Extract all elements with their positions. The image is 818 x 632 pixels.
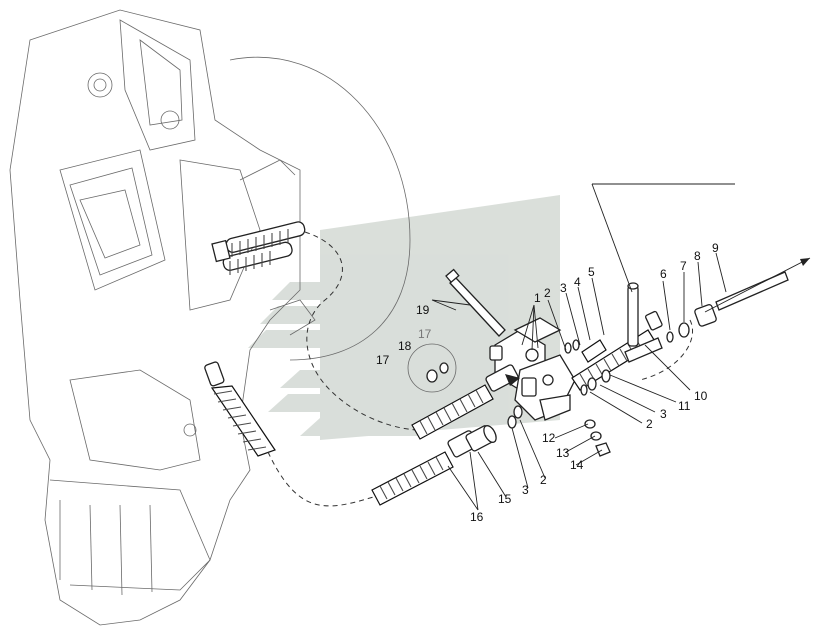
hose-routing-dashed [267, 231, 693, 507]
callout-9: 9 [712, 241, 719, 255]
engine-housing-outline [9, 9, 411, 626]
callout-1: 1 [534, 291, 541, 305]
detail-circle-17-18 [407, 343, 457, 393]
callout-3-right: 3 [660, 407, 667, 421]
engine-hose-pair [211, 221, 306, 275]
callout-8: 8 [694, 249, 701, 263]
callout-4: 4 [574, 275, 581, 289]
callout-14: 14 [570, 458, 584, 472]
callout-10: 10 [694, 389, 708, 403]
callout-15: 15 [498, 492, 512, 506]
callout-16: 16 [470, 510, 484, 524]
callout-3-lower: 3 [522, 483, 529, 497]
callout-18: 18 [398, 339, 412, 353]
callout-leaders [431, 252, 727, 511]
engine-side-hose [204, 361, 276, 457]
callout-11: 11 [678, 399, 691, 413]
callout-2-right: 2 [646, 417, 653, 431]
callout-7: 7 [680, 259, 687, 273]
seal-washers-left [507, 339, 580, 429]
tube-assembly-right [571, 282, 663, 391]
callout-labels: 1 2 3 4 5 6 7 8 9 10 11 3 2 12 13 14 2 3… [376, 241, 719, 524]
fitting-part-15 [465, 425, 497, 452]
callout-17-detail: 17 [418, 327, 432, 341]
parts-7-8-9 [678, 271, 789, 338]
bolt-part-19 [445, 268, 506, 337]
callout-17-left: 17 [376, 353, 390, 367]
callout-2-lower: 2 [540, 473, 547, 487]
seal-washers-right [580, 331, 674, 396]
parts-12-13-14 [584, 419, 611, 457]
hose-assembly-lower [371, 430, 478, 506]
callout-5: 5 [588, 265, 595, 279]
callout-13: 13 [556, 446, 570, 460]
callout-2-upper: 2 [544, 286, 551, 300]
callout-19: 19 [416, 303, 430, 317]
callout-12: 12 [542, 431, 556, 445]
hose-assembly-upper [411, 364, 519, 440]
callout-3-upper: 3 [560, 281, 567, 295]
callout-6: 6 [660, 267, 667, 281]
direction-arrows [505, 183, 811, 386]
